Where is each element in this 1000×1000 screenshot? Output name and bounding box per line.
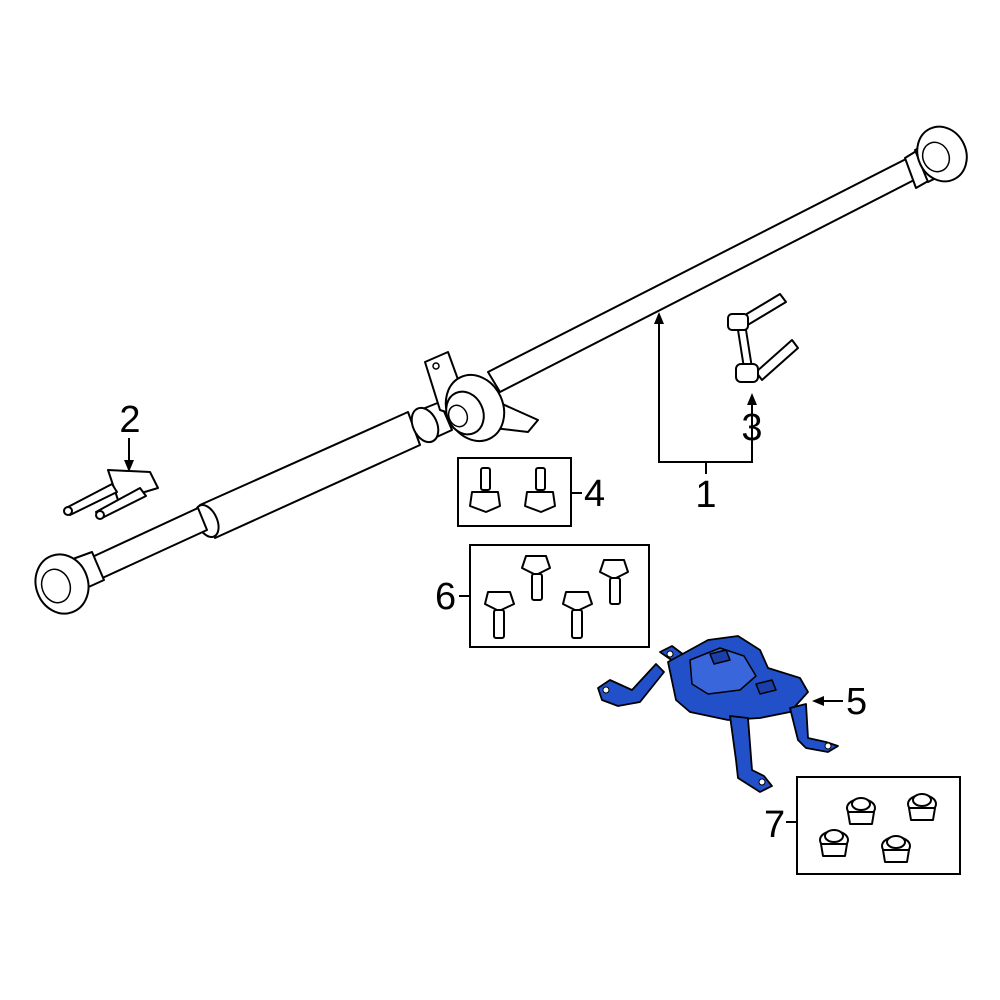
bolt-pair-part-2[interactable] [63,469,159,520]
part-7-box[interactable] [796,776,961,875]
bolt-icon [524,467,556,513]
center-bearing-bracket-part-5[interactable] [597,635,839,793]
driveshaft-assembly[interactable] [27,118,975,621]
nut-icon [881,835,911,863]
nut-icon [819,829,849,857]
center-bearing [410,351,539,444]
rear-flange [904,125,968,189]
nut-icon [846,797,876,825]
part-4-box[interactable] [457,457,572,527]
bolt-icon [521,555,551,601]
nut-icon [907,793,937,821]
bolt-icon [484,591,515,639]
leader-lines [124,312,843,823]
callout-5: 5 [846,681,867,723]
front-flange [34,551,105,615]
callout-4: 4 [584,473,605,515]
callout-7: 7 [764,804,785,846]
bolt-icon [599,559,629,605]
bolt-icon [562,591,593,639]
part-6-box[interactable] [469,544,650,648]
callout-3: 3 [741,407,762,449]
callout-2: 2 [119,399,140,441]
bolt-icon [469,467,501,513]
callout-6: 6 [435,576,456,618]
callout-1: 1 [695,474,716,516]
bolt-pair-part-3[interactable] [727,293,799,383]
